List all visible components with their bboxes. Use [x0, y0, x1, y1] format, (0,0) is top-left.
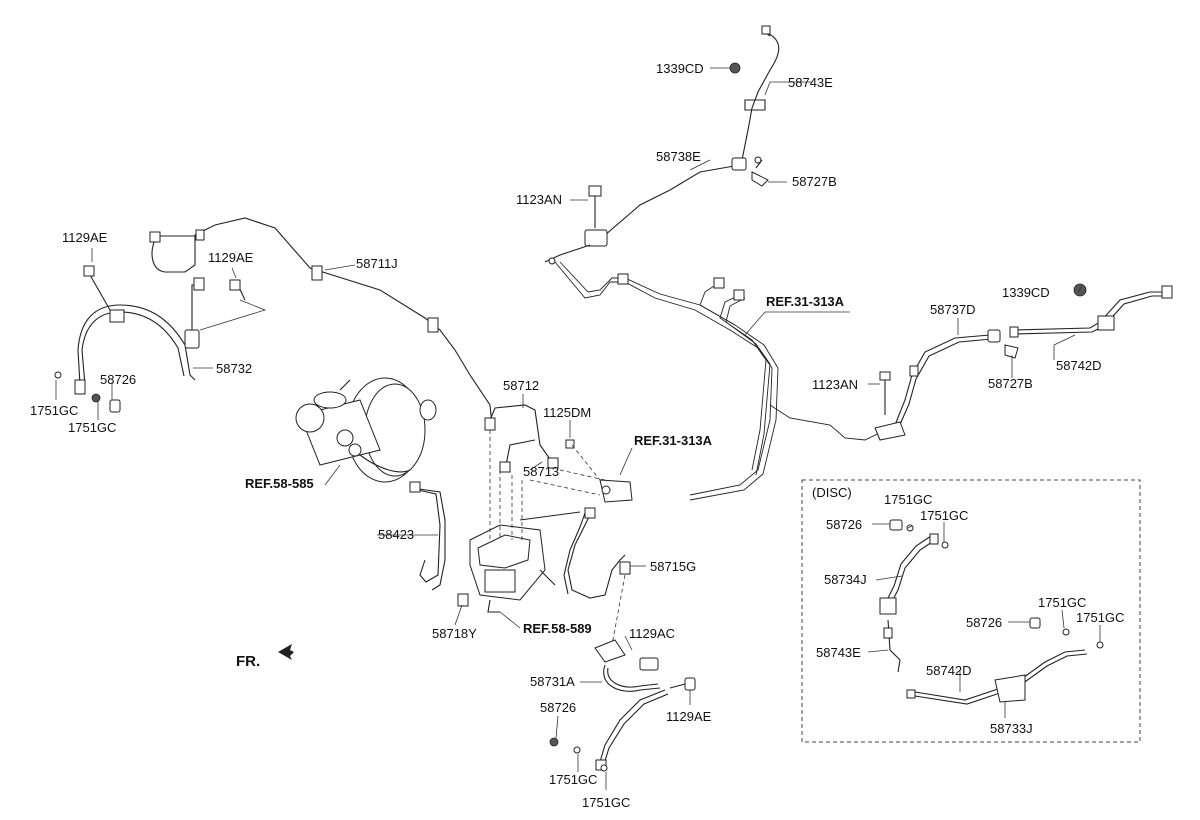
line-58423 [409, 481, 469, 607]
label-1751GC-left2: 1751GC [68, 420, 116, 435]
label-disc-58743E: 58743E [816, 645, 861, 660]
upper-rear-line-assembly [544, 25, 780, 265]
label-58727B-right: 58727B [988, 376, 1033, 391]
label-1123AN-right: 1123AN [812, 377, 858, 392]
label-ref-58-589: REF.58-589 [523, 621, 592, 636]
label-disc-1751GC-a: 1751GC [884, 492, 932, 507]
front-direction-arrow-icon [278, 644, 294, 660]
lines-58712-58713 [484, 404, 633, 503]
right-front-hose-58731A [549, 639, 696, 772]
label-1125DM: 1125DM [543, 405, 591, 420]
label-58711J: 58711J [356, 256, 398, 271]
label-disc-58742D: 58742D [926, 663, 972, 678]
label-disc-58726-b: 58726 [966, 615, 1002, 630]
label-1751GC-bottom2: 1751GC [582, 795, 630, 810]
label-58726-bottom: 58726 [540, 700, 576, 715]
label-disc-1751GC-b: 1751GC [920, 508, 968, 523]
label-58712: 58712 [503, 378, 539, 393]
disc-inset-box [801, 479, 1141, 743]
label-disc-1751GC-d: 1751GC [1076, 610, 1124, 625]
label-58727B-top: 58727B [792, 174, 837, 189]
label-58732: 58732 [216, 361, 252, 376]
label-58715G: 58715G [650, 559, 696, 574]
label-disc-58734J: 58734J [824, 572, 867, 587]
brake-booster-master-cylinder [295, 377, 437, 483]
right-rear-lines [874, 283, 1173, 441]
abs-hydraulic-unit [469, 430, 581, 613]
label-ref-58-585: REF.58-585 [245, 476, 314, 491]
label-1129AE-left: 1129AE [62, 230, 108, 245]
label-ref-31-313A-mid: REF.31-313A [634, 433, 713, 448]
label-58743E-top: 58743E [788, 75, 833, 90]
label-1339CD-top: 1339CD [656, 61, 704, 76]
label-58738E: 58738E [656, 149, 701, 164]
label-front-direction: FR. [236, 653, 260, 670]
label-1339CD-right: 1339CD [1002, 285, 1050, 300]
label-58737D: 58737D [930, 302, 976, 317]
line-58715G [563, 507, 631, 646]
label-58742D-right: 58742D [1056, 358, 1102, 373]
underbody-line-bundle [554, 261, 891, 501]
label-1123AN-top: 1123AN [516, 192, 562, 207]
label-disc-1751GC-c: 1751GC [1038, 595, 1086, 610]
label-1129AE-mid: 1129AE [208, 250, 254, 265]
leader-lines [55, 67, 1101, 790]
label-58718Y: 58718Y [432, 626, 477, 641]
label-58731A: 58731A [530, 674, 575, 689]
label-disc-58733J: 58733J [990, 721, 1033, 736]
main-long-line-58711J [149, 217, 493, 426]
disc-inset-parts [879, 519, 1104, 705]
label-58713: 58713 [523, 464, 559, 479]
label-disc-58726-a: 58726 [826, 517, 862, 532]
label-1129AE-bottom: 1129AE [666, 709, 712, 724]
left-front-hose-58732 [54, 265, 267, 413]
label-1129AC: 1129AC [629, 626, 675, 641]
part-labels: 1339CD 58743E 58738E 58727B 1123AN 1129A… [30, 61, 1124, 810]
label-1751GC-bottom1: 1751GC [549, 772, 597, 787]
label-58726-left: 58726 [100, 372, 136, 387]
label-1751GC-left1: 1751GC [30, 403, 78, 418]
label-ref-31-313A-top: REF.31-313A [766, 294, 845, 309]
label-disc-title: (DISC) [812, 485, 852, 500]
label-58423: 58423 [378, 527, 414, 542]
